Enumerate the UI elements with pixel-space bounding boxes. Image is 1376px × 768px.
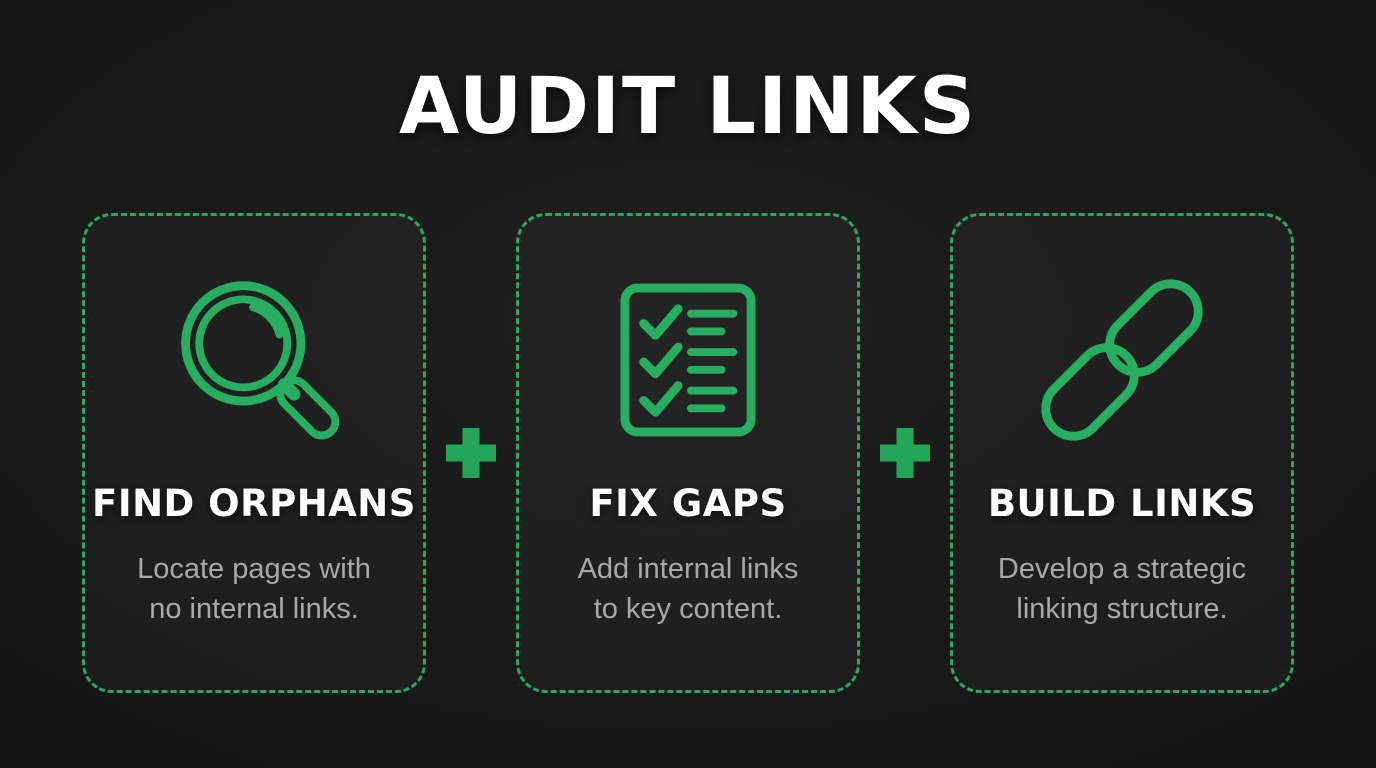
card-description-line: no internal links. xyxy=(149,593,359,625)
card-description-line: Locate pages with xyxy=(137,553,371,585)
card-description: Develop a strategic linking structure. xyxy=(998,549,1246,629)
card-description: Add internal links to key content. xyxy=(578,549,799,629)
card-title: FIX GAPS xyxy=(589,482,787,525)
card-description-line: Develop a strategic xyxy=(997,553,1247,585)
chain-link-icon xyxy=(1031,264,1213,456)
card-description-line: to key content. xyxy=(593,593,783,625)
card-build-links: BUILD LINKS Develop a strategic linking s… xyxy=(950,213,1294,693)
plus-icon xyxy=(442,424,500,482)
card-title: FIND ORPHANS xyxy=(92,482,416,525)
card-description: Locate pages with no internal links. xyxy=(137,549,371,629)
card-description-line: linking structure. xyxy=(1016,593,1228,625)
cards-row: FIND ORPHANS Locate pages with no interna… xyxy=(82,213,1294,693)
plus-icon xyxy=(876,424,934,482)
card-fix-gaps: FIX GAPS Add internal links to key conten… xyxy=(516,213,860,693)
magnifier-icon xyxy=(165,264,343,456)
card-find-orphans: FIND ORPHANS Locate pages with no interna… xyxy=(82,213,426,693)
card-description-line: Add internal links xyxy=(577,553,799,585)
page-title: AUDIT LINKS xyxy=(398,62,978,152)
card-title: BUILD LINKS xyxy=(987,482,1257,525)
checklist-icon xyxy=(619,264,757,456)
